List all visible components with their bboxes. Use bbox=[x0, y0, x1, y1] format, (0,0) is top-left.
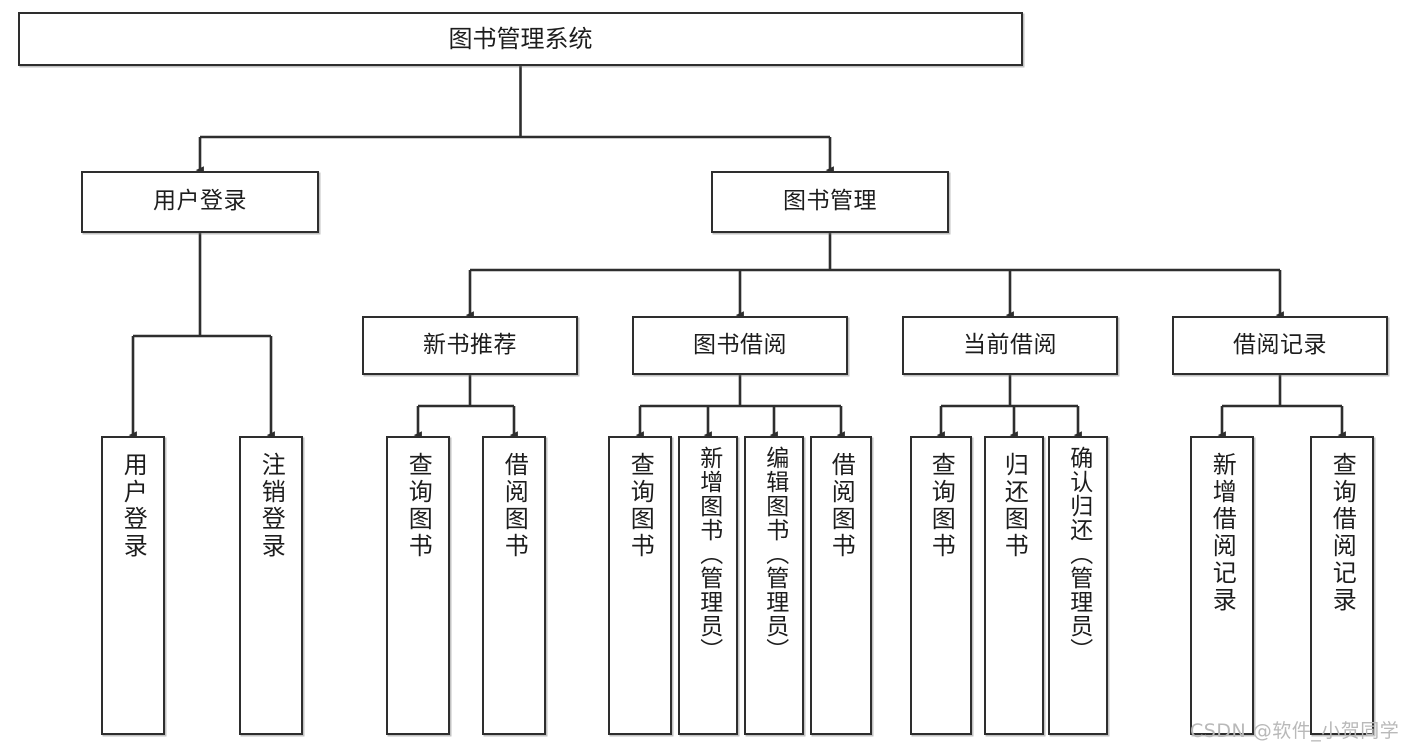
watermark: CSDN @软件_小贺同学 bbox=[1190, 720, 1400, 742]
node-leaf-leaf-add-record[interactable]: 新增借阅记录 bbox=[1190, 436, 1254, 735]
node-leaf-label: 新增借阅记录 bbox=[1208, 452, 1237, 614]
node-root[interactable]: 图书管理系统 bbox=[18, 12, 1023, 66]
node-leaf-leaf-edit-book[interactable]: 编辑图书（管理员） bbox=[744, 436, 804, 735]
node-leaf-label: 归还图书 bbox=[1000, 452, 1029, 560]
node-leaf-label: 新增图书（管理员） bbox=[695, 446, 722, 662]
node-leaf-label: 用户登录 bbox=[119, 452, 148, 560]
node-leaf-label: 借阅图书 bbox=[500, 452, 529, 560]
node-leaf-leaf-user-logout[interactable]: 注销登录 bbox=[239, 436, 303, 735]
node-leaf-label: 确认归还（管理员） bbox=[1065, 446, 1092, 662]
node-level1-label: 图书管理 bbox=[783, 188, 877, 215]
node-level1-label: 用户登录 bbox=[153, 188, 247, 215]
node-level2-label: 当前借阅 bbox=[963, 331, 1057, 358]
node-leaf-leaf-query-book-2[interactable]: 查询图书 bbox=[608, 436, 672, 735]
node-leaf-label: 注销登录 bbox=[257, 452, 286, 560]
node-leaf-leaf-return-book[interactable]: 归还图书 bbox=[984, 436, 1044, 735]
node-level2-current-borrow[interactable]: 当前借阅 bbox=[902, 316, 1118, 375]
node-leaf-leaf-query-book-3[interactable]: 查询图书 bbox=[910, 436, 972, 735]
node-root-label: 图书管理系统 bbox=[448, 24, 593, 53]
node-level2-label: 新书推荐 bbox=[423, 331, 517, 358]
node-leaf-leaf-borrow-book-1[interactable]: 借阅图书 bbox=[482, 436, 546, 735]
node-leaf-label: 借阅图书 bbox=[827, 452, 856, 560]
node-leaf-label: 编辑图书（管理员） bbox=[761, 446, 788, 662]
node-level1-book-manage[interactable]: 图书管理 bbox=[711, 171, 949, 233]
node-level1-user-login[interactable]: 用户登录 bbox=[81, 171, 319, 233]
node-leaf-label: 查询图书 bbox=[404, 452, 433, 560]
node-level2-new-book-recommend[interactable]: 新书推荐 bbox=[362, 316, 578, 375]
node-leaf-leaf-add-book[interactable]: 新增图书（管理员） bbox=[678, 436, 738, 735]
node-leaf-leaf-query-book-1[interactable]: 查询图书 bbox=[386, 436, 450, 735]
node-level2-borrow-record[interactable]: 借阅记录 bbox=[1172, 316, 1388, 375]
node-leaf-leaf-query-record[interactable]: 查询借阅记录 bbox=[1310, 436, 1374, 735]
node-leaf-leaf-borrow-book-2[interactable]: 借阅图书 bbox=[810, 436, 872, 735]
node-leaf-label: 查询图书 bbox=[626, 452, 655, 560]
node-level2-label: 借阅记录 bbox=[1233, 331, 1327, 358]
node-level2-book-borrow[interactable]: 图书借阅 bbox=[632, 316, 848, 375]
node-leaf-label: 查询图书 bbox=[927, 452, 956, 560]
node-leaf-leaf-confirm-return[interactable]: 确认归还（管理员） bbox=[1048, 436, 1108, 735]
node-leaf-label: 查询借阅记录 bbox=[1328, 452, 1357, 614]
node-level2-label: 图书借阅 bbox=[693, 331, 787, 358]
node-leaf-leaf-user-login[interactable]: 用户登录 bbox=[101, 436, 165, 735]
